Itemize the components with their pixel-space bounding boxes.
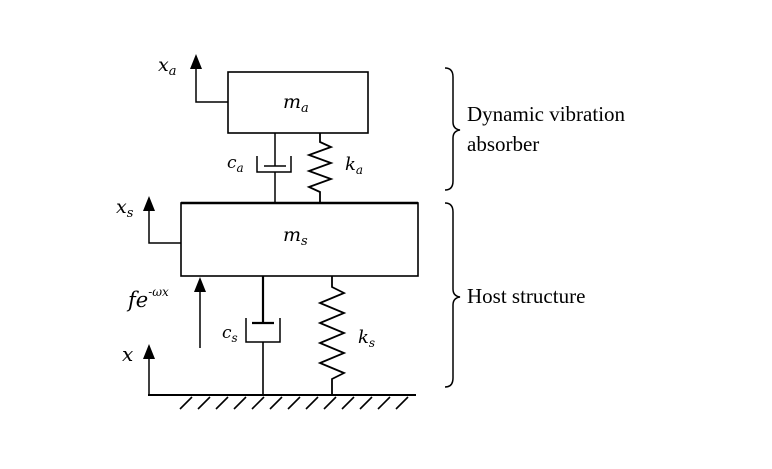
host-displacement-arrowhead <box>143 196 155 211</box>
host-mass-label: ms <box>283 224 308 249</box>
absorber-brace <box>444 67 461 191</box>
excitation-force-arrowhead <box>194 277 206 292</box>
base-displacement-label: x <box>122 342 133 366</box>
base-displacement-arrowhead <box>143 344 155 359</box>
host-displacement-label: xs <box>116 196 134 221</box>
host-displacement-arrow <box>148 208 181 244</box>
host-spring <box>317 276 347 395</box>
absorber-damper-label: ca <box>227 153 244 175</box>
absorber-displacement-arrow <box>195 66 228 103</box>
absorber-spring-label: ka <box>345 154 363 177</box>
absorber-brace-label-line2: absorber <box>467 132 539 156</box>
host-brace-label: Host structure <box>467 284 585 308</box>
absorber-displacement-arrowhead <box>190 54 202 69</box>
host-damper-label: cs <box>222 323 238 345</box>
absorber-brace-label-line1: Dynamic vibration <box>467 102 626 126</box>
absorber-mass-label: ma <box>283 91 309 116</box>
absorber-displacement-label: xa <box>158 54 176 79</box>
ground-hatching <box>179 396 409 410</box>
host-damper <box>245 276 281 395</box>
excitation-force-label: fe-ωx <box>126 285 169 312</box>
host-spring-label: ks <box>358 327 375 350</box>
absorber-damper <box>256 133 292 203</box>
absorber-spring <box>306 133 334 203</box>
host-brace <box>444 202 461 388</box>
